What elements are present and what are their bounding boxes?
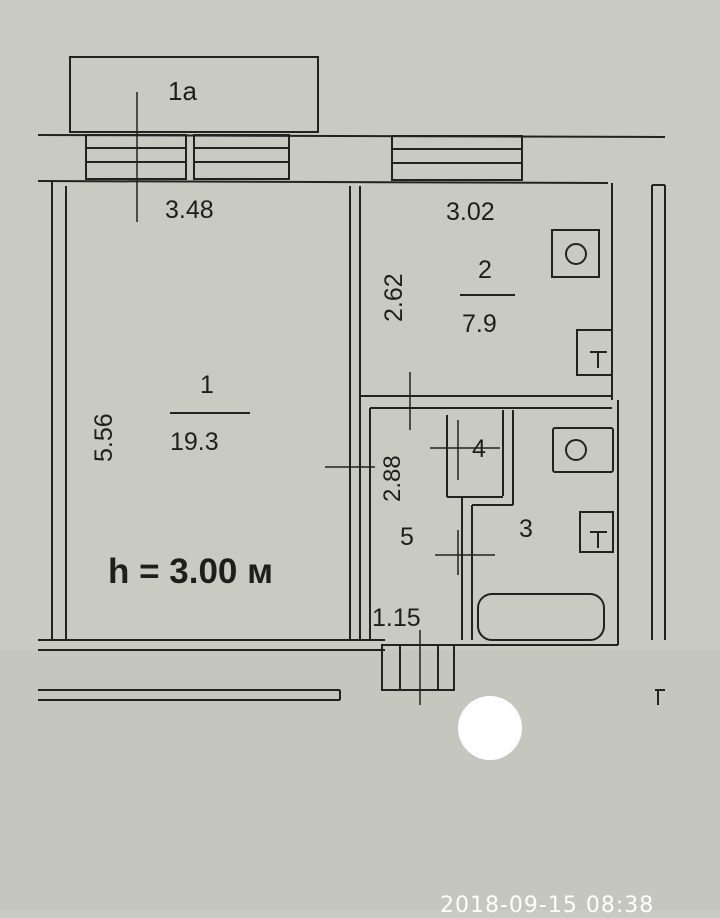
window-left-b <box>193 134 290 180</box>
walls <box>37 56 666 705</box>
room2-width-dimension: 3.02 <box>446 198 495 226</box>
paper-shade <box>0 650 720 910</box>
kitchen-sink-fixture <box>576 329 613 376</box>
white-dot-marker <box>458 696 522 760</box>
toilet-fixture <box>552 427 614 473</box>
balcony-outline <box>69 56 319 133</box>
stove-fixture <box>551 229 600 278</box>
top-wall-inner <box>37 180 609 184</box>
room2-number: 2 <box>478 256 492 284</box>
room1-length-dimension: 5.56 <box>90 413 118 462</box>
room5-number: 5 <box>400 523 414 551</box>
room1-width-dimension: 3.48 <box>165 196 214 224</box>
room1-number: 1 <box>200 371 214 399</box>
room5-width-dimension: 1.15 <box>372 604 421 632</box>
room4-number: 4 <box>472 435 486 463</box>
room3-number: 3 <box>519 515 533 543</box>
balcony-label: 1a <box>168 76 197 106</box>
room2-length-dimension: 2.62 <box>380 273 408 322</box>
room1-area: 19.3 <box>170 428 219 456</box>
window-left-a <box>85 134 187 180</box>
room2-area: 7.9 <box>462 310 497 338</box>
room5-length-dimension: 2.88 <box>379 455 406 502</box>
bath-sink-fixture <box>579 511 614 553</box>
photo-timestamp: 2018-09-15 08:38 <box>440 893 655 918</box>
window-right <box>391 135 523 181</box>
bathtub-fixture <box>477 593 605 641</box>
ceiling-height-label: h = 3.00 м <box>108 552 273 591</box>
